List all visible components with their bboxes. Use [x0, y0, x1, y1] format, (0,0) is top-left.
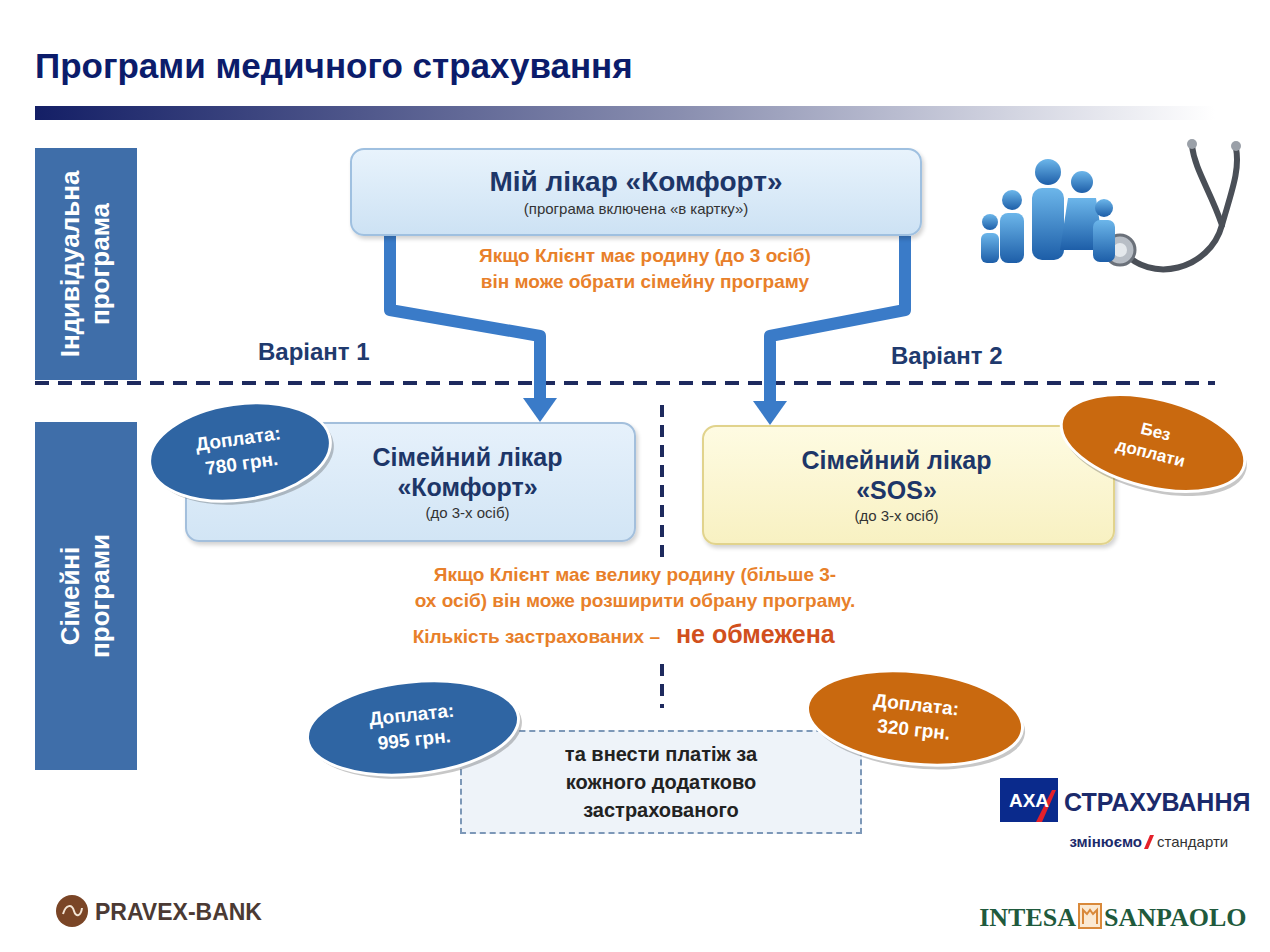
program-box: Сімейний лікар «SOS»(до 3-х осіб) — [702, 425, 1115, 545]
pravex-logo — [56, 895, 88, 927]
note-text: Якщо Клієнт має велику родину (більше 3-… — [315, 562, 955, 613]
variant-label: Варіант 1 — [255, 338, 373, 366]
section-band: Сімейні програми — [35, 422, 137, 770]
family-illustration — [981, 159, 1115, 263]
program-name: Мій лікар «Комфорт» — [489, 165, 782, 199]
logo-text: СТРАХУВАННЯ — [1064, 786, 1264, 820]
program-name: Сімейний лікар «SOS» — [777, 445, 1017, 505]
section-band: Індивідуальна програма — [35, 148, 137, 380]
intesa-logo-mark — [1083, 910, 1097, 924]
stethoscope-illustration — [1105, 139, 1241, 269]
program-note: (до 3-х осіб) — [425, 502, 509, 523]
program-name: Сімейний лікар «Комфорт» — [338, 442, 598, 502]
note-text: Якщо Клієнт має родину (до 3 осіб) він м… — [385, 243, 905, 294]
program-note: (до 3-х осіб) — [854, 505, 938, 526]
logo-text: INTESA — [972, 900, 1076, 935]
emphasis-text: не обмежена — [676, 618, 896, 652]
program-note: (програма включена «в картку») — [524, 198, 748, 219]
divider-line — [35, 381, 1215, 385]
program-box: Мій лікар «Комфорт»(програма включена «в… — [350, 148, 922, 236]
note-box: та внести платіж за кожного додатково за… — [460, 730, 862, 834]
oval-shape — [1051, 378, 1255, 509]
divider-line — [660, 664, 664, 708]
title-bar — [35, 106, 1215, 120]
note-text: Кількість застрахованих – — [300, 624, 660, 650]
intesa-logo-icon — [1079, 904, 1101, 928]
logo-text: PRAVEX-BANK — [95, 897, 355, 928]
slogan-text: стандарти — [1157, 832, 1257, 852]
logo-text: SANPAOLO — [1104, 900, 1254, 935]
note-text: та внести платіж за кожного додатково за… — [536, 740, 786, 824]
variant-label: Варіант 2 — [888, 342, 1006, 370]
slogan-text: змінюємо — [1030, 832, 1142, 852]
logo-text: AXA — [1000, 788, 1058, 814]
pravex-logo-mark — [63, 906, 82, 915]
axa-logo-box — [1000, 778, 1058, 822]
slide-title: Програми медичного страхування — [35, 46, 633, 86]
divider-line — [660, 405, 664, 558]
band-label: Індивідуальна програма — [56, 169, 116, 359]
slogan-slash — [1144, 835, 1154, 849]
band-label: Сімейні програми — [56, 501, 116, 691]
